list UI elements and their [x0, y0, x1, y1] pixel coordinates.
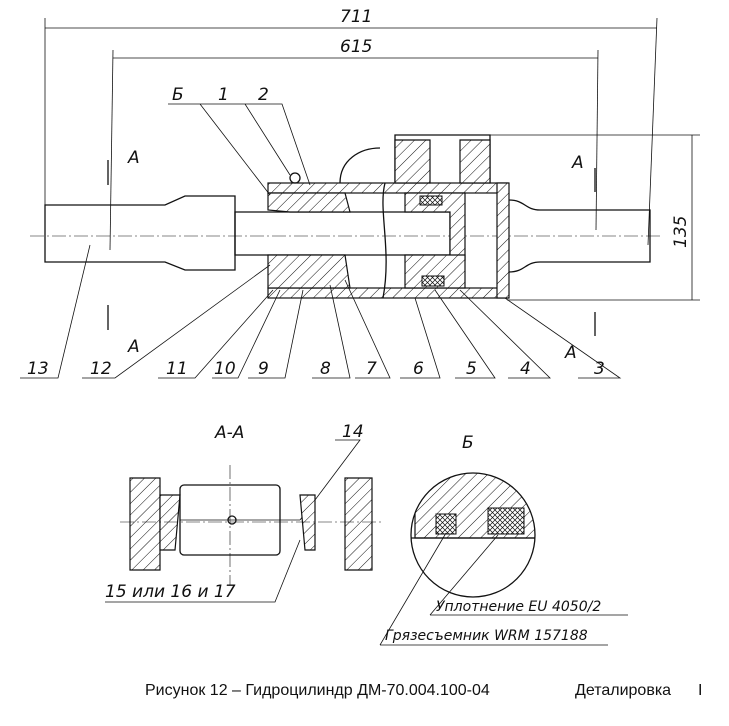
section-view-parts: 15 или 16 и 17	[105, 582, 236, 602]
svg-text:5: 5	[466, 359, 477, 379]
break-line	[382, 182, 387, 299]
section-marker-a-left: А А	[107, 148, 140, 357]
port-block-left	[394, 139, 431, 184]
cylinder-tube-top	[267, 182, 509, 194]
detail-view-title: Б	[462, 433, 474, 453]
svg-text:1: 1	[218, 85, 229, 105]
dimension-height: 135	[490, 134, 700, 301]
piston-bottom	[404, 254, 466, 289]
svg-text:7: 7	[366, 359, 377, 379]
piston-seal-top	[419, 195, 443, 206]
gland-bottom	[267, 254, 351, 289]
svg-text:3: 3	[594, 359, 605, 379]
svg-text:13: 13	[27, 359, 49, 379]
svg-text:А: А	[571, 153, 584, 173]
caption-section: Деталировка	[575, 682, 671, 699]
svg-text:11: 11	[166, 359, 188, 379]
section-view-callout: 14	[342, 422, 364, 442]
dimension-between: 615	[109, 37, 599, 251]
svg-text:10: 10	[214, 359, 236, 379]
piston-seal-bottom	[421, 275, 445, 287]
hose-fitting	[339, 147, 381, 184]
seal-label: Уплотнение EU 4050/2	[436, 599, 601, 615]
rod-eye-right	[508, 199, 651, 273]
caption-sheet: I	[698, 682, 702, 699]
svg-text:А: А	[127, 337, 140, 357]
section-view-title: А-А	[214, 423, 244, 443]
svg-text:2: 2	[258, 85, 269, 105]
callouts-bottom: 13 12 11 10 9 8 7 6 5 4 3	[20, 244, 622, 379]
piston-rod	[234, 211, 451, 256]
detail-view-b: Б Уплотнение EU 4050/2 Грязесъемник WRM …	[379, 433, 628, 646]
dimension-overall: 711	[44, 7, 658, 246]
dimension-height-value: 135	[671, 216, 691, 248]
svg-text:9: 9	[258, 359, 269, 379]
svg-text:8: 8	[320, 359, 331, 379]
wiper-label: Грязесъемник WRM 157188	[385, 628, 588, 644]
section-view-a-a: А-А 14 15 или 16 и 17	[105, 422, 382, 603]
section-marker-a-right: А А	[564, 153, 596, 363]
dimension-between-value: 615	[340, 37, 372, 57]
svg-text:Б: Б	[172, 85, 184, 105]
rod-eye-left	[44, 195, 236, 271]
svg-text:12: 12	[90, 359, 112, 379]
svg-text:А: А	[564, 343, 577, 363]
svg-text:6: 6	[413, 359, 424, 379]
screw-head	[289, 172, 301, 184]
gland-top	[267, 192, 351, 213]
dimension-overall-value: 711	[340, 7, 372, 27]
end-cap	[496, 182, 510, 299]
svg-text:4: 4	[520, 359, 531, 379]
svg-text:А: А	[127, 148, 140, 168]
port-block-right	[459, 139, 491, 184]
callouts-top: Б 1 2	[168, 85, 311, 196]
figure-caption: Рисунок 12 – Гидроцилиндр ДМ-70.004.100-…	[145, 682, 490, 699]
cylinder-tube-bottom	[267, 287, 509, 299]
